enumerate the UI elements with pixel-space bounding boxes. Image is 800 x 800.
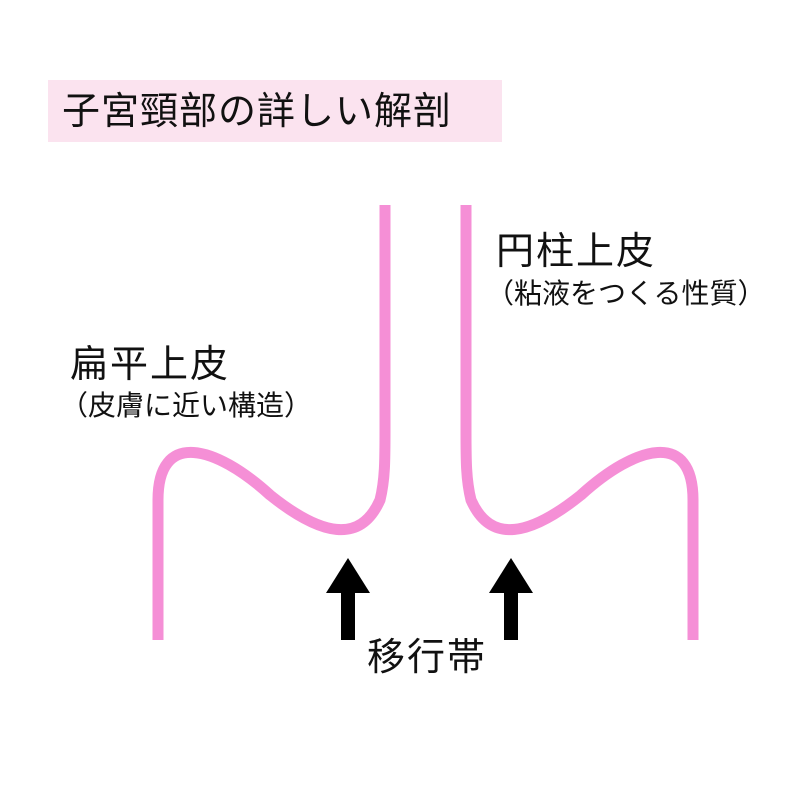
left-up-arrow-icon: [326, 558, 370, 640]
right-up-arrow-icon: [489, 558, 533, 640]
diagram-title: 子宮頸部の詳しい解剖: [62, 89, 453, 133]
squamous-epithelium-sublabel: （皮膚に近い構造）: [60, 389, 313, 422]
squamous-epithelium-label: 扁平上皮: [70, 342, 231, 386]
left-epithelium-line: [152, 205, 391, 640]
right-epithelium-line: [460, 205, 699, 640]
columnar-epithelium-sublabel: （粘液をつくる性質）: [486, 277, 766, 310]
columnar-epithelium-label: 円柱上皮: [496, 229, 657, 273]
title-box: 子宮頸部の詳しい解剖: [48, 80, 502, 142]
transition-zone-label: 移行帯: [367, 635, 488, 679]
